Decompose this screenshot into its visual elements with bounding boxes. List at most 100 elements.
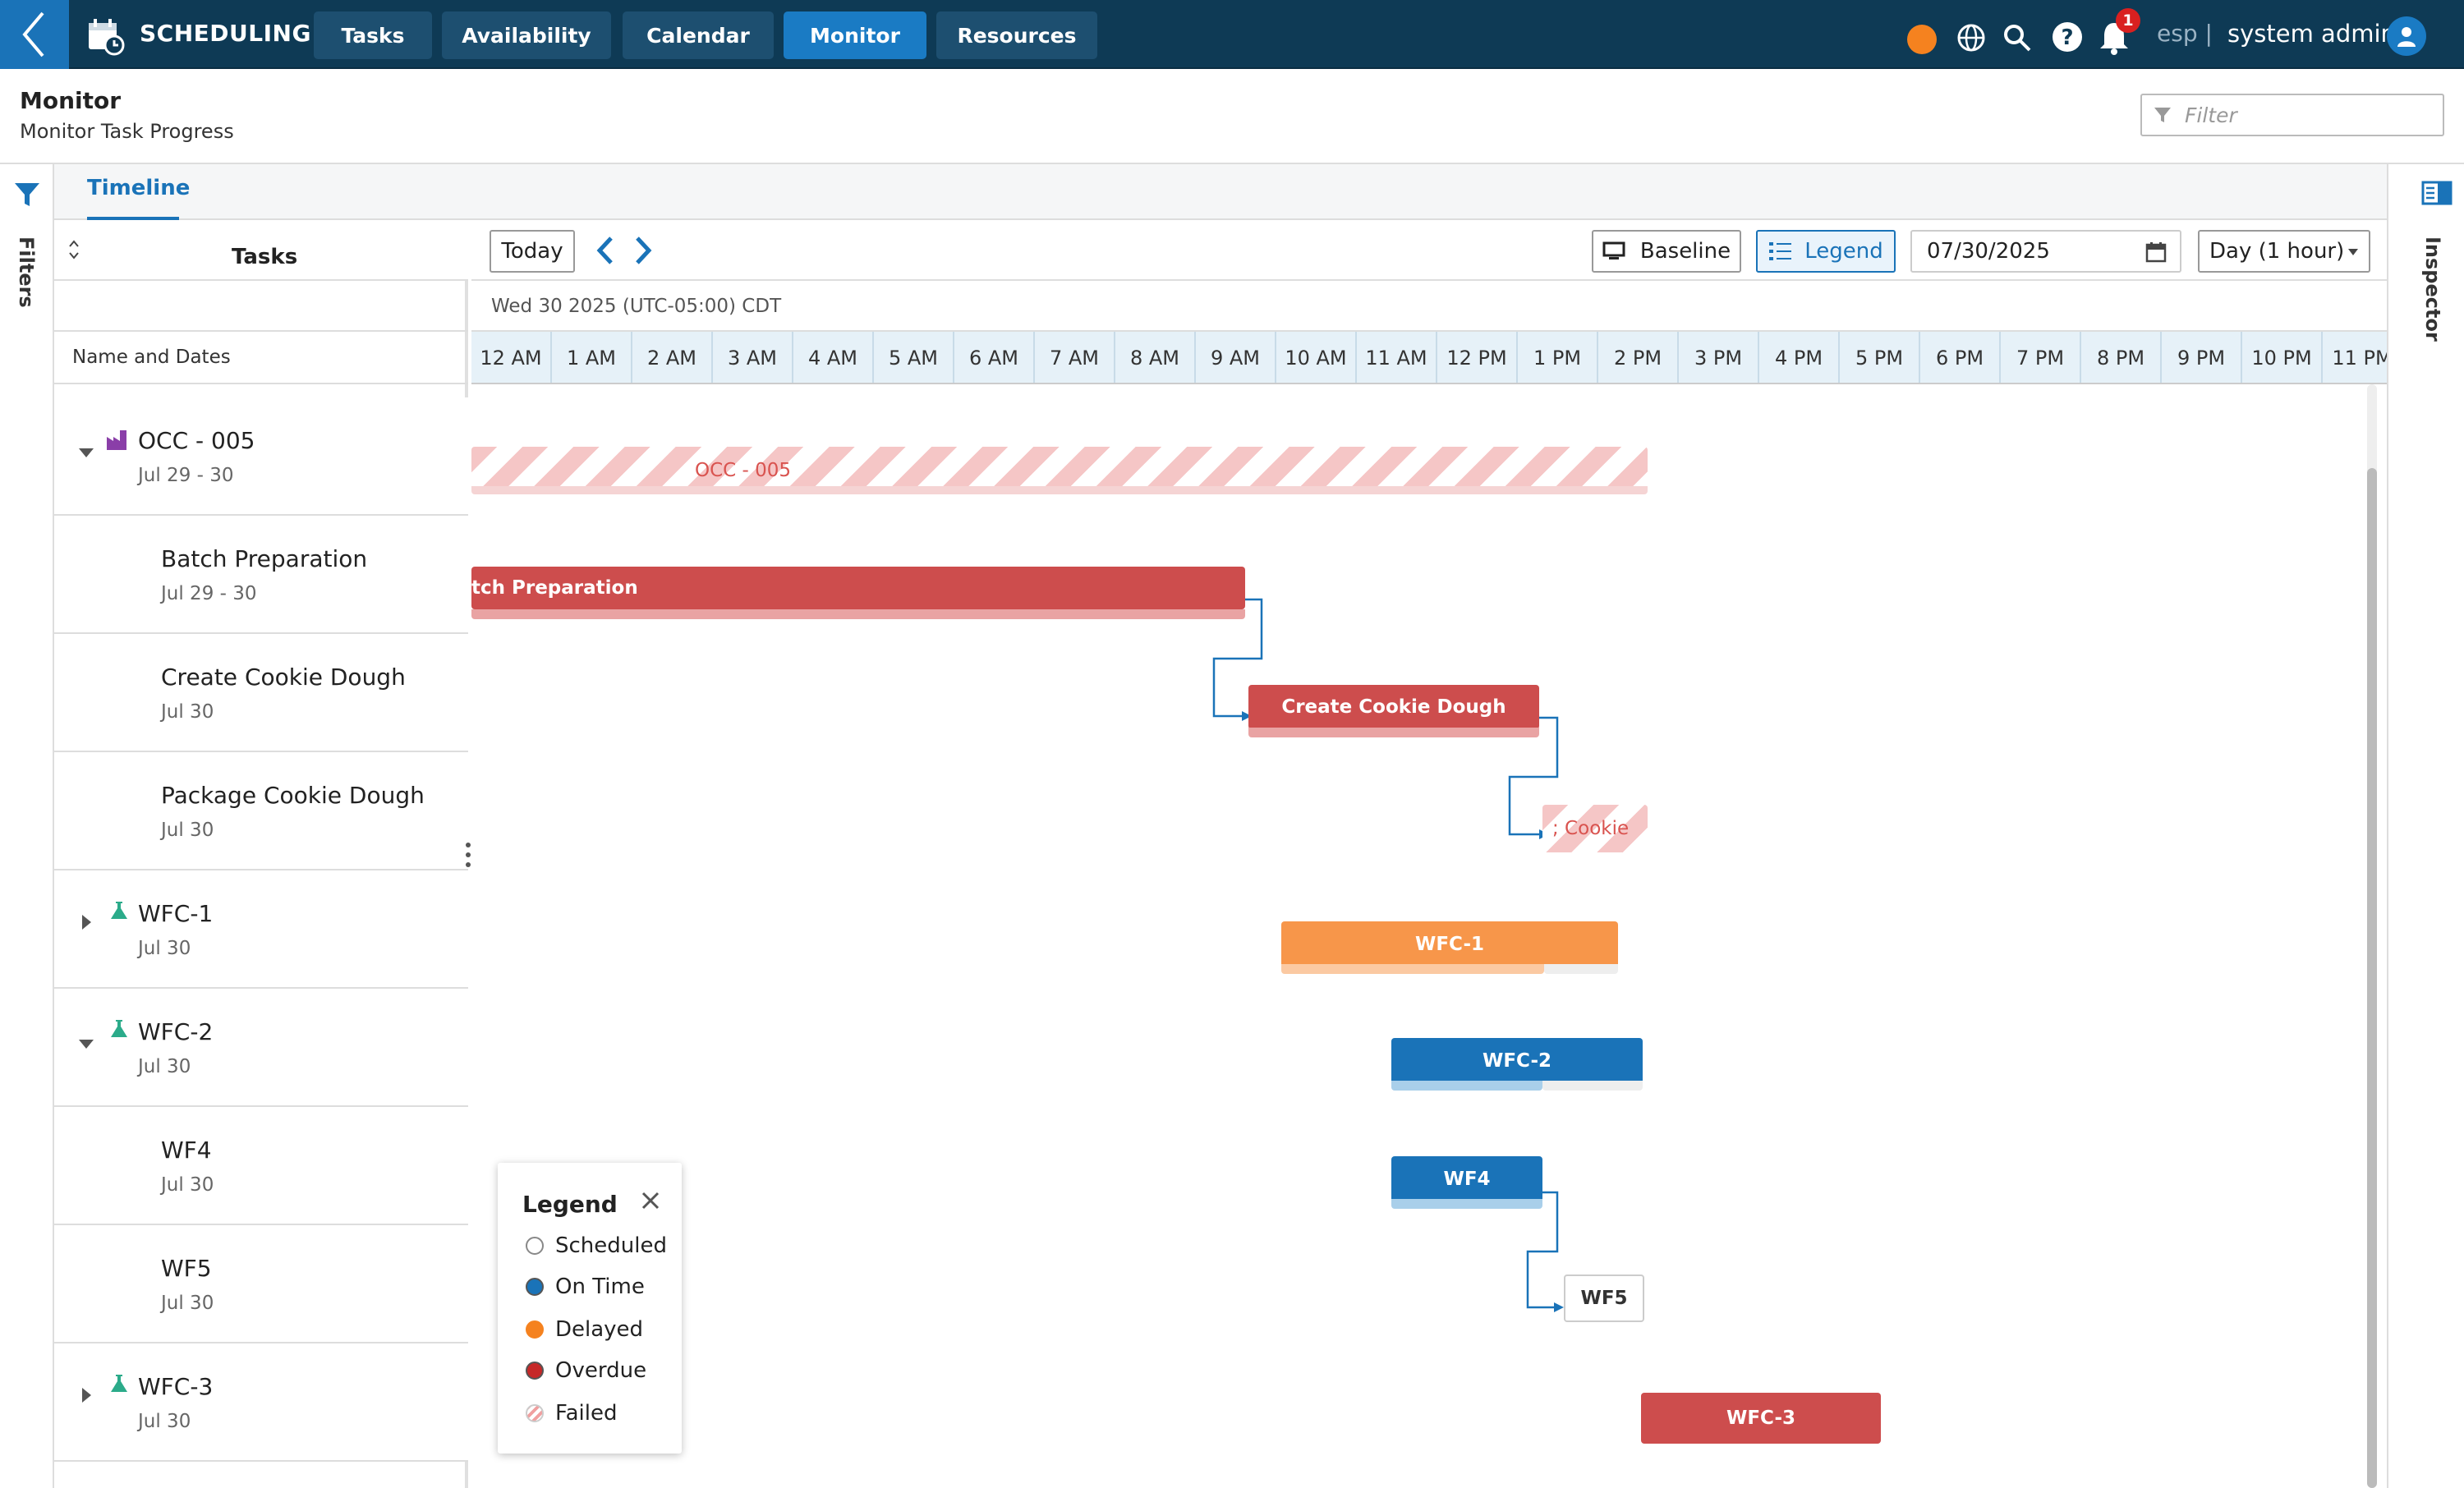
- tab-timeline[interactable]: Timeline: [87, 176, 191, 200]
- today-button[interactable]: Today: [490, 230, 575, 273]
- gantt-bar-wfc-1[interactable]: WFC-1: [1281, 921, 1618, 967]
- nav-tab-tasks[interactable]: Tasks: [314, 11, 432, 59]
- app-title: SCHEDULING: [140, 20, 311, 47]
- legend-swatch: [526, 1278, 544, 1296]
- tasks-header: Tasks: [232, 245, 298, 269]
- task-name: WF5: [161, 1255, 212, 1282]
- gantt-bar-package-cookie-dough[interactable]: ; Cookie: [1542, 805, 1648, 852]
- monitor-icon: [1602, 241, 1625, 259]
- expand-caret-icon[interactable]: [82, 915, 91, 930]
- filters-label[interactable]: Filters: [15, 237, 38, 308]
- hour-label: 8 AM: [1115, 332, 1196, 383]
- help-icon[interactable]: ?: [2050, 20, 2085, 54]
- flask-icon: [111, 1375, 127, 1392]
- back-button[interactable]: [0, 0, 69, 69]
- legend-button[interactable]: Legend: [1756, 230, 1896, 273]
- search-icon[interactable]: [2001, 21, 2034, 54]
- nav-tab-calendar[interactable]: Calendar: [623, 11, 774, 59]
- baseline-button[interactable]: Baseline: [1592, 230, 1741, 273]
- scale-value: Day (1 hour): [2209, 239, 2345, 264]
- language-selector[interactable]: esp |: [2157, 20, 2213, 47]
- gantt-bar-wf4[interactable]: WF4: [1391, 1156, 1542, 1202]
- legend-label: Scheduled: [555, 1233, 667, 1258]
- filter-input[interactable]: Filter: [2140, 94, 2444, 136]
- task-dates: Jul 29 - 30: [161, 583, 257, 604]
- task-row[interactable]: Package Cookie Dough Jul 30: [54, 752, 468, 870]
- chevron-left-icon[interactable]: [595, 235, 616, 266]
- collapse-caret-icon[interactable]: [79, 1040, 94, 1049]
- legend-title: Legend: [522, 1191, 618, 1218]
- progress-bar: [471, 609, 1245, 619]
- dependency-lines: [1212, 598, 1564, 1312]
- task-dates: Jul 29 - 30: [138, 465, 234, 486]
- panel-resize-handle[interactable]: [465, 841, 471, 869]
- legend-label: On Time: [555, 1274, 645, 1299]
- task-name: Batch Preparation: [161, 545, 368, 572]
- task-row[interactable]: WFC-3 Jul 30: [54, 1343, 468, 1462]
- task-dates: Jul 30: [161, 1174, 214, 1196]
- hour-label: 8 PM: [2081, 332, 2162, 383]
- hour-label: 11 AM: [1357, 332, 1437, 383]
- hour-label: 11 PM: [2323, 332, 2387, 383]
- gantt-bar-batch-preparation[interactable]: tch Preparation: [471, 567, 1245, 609]
- hour-label: 10 AM: [1276, 332, 1357, 383]
- task-row[interactable]: WFC-1 Jul 30: [54, 870, 468, 989]
- task-row[interactable]: WFC-2 Jul 30: [54, 989, 468, 1107]
- flask-icon: [111, 1020, 127, 1037]
- legend-label: Overdue: [555, 1358, 647, 1383]
- user-name[interactable]: system admin: [2227, 20, 2396, 48]
- top-nav-bar: SCHEDULING Tasks Availability Calendar M…: [0, 0, 2464, 69]
- hour-label: 10 PM: [2242, 332, 2323, 383]
- expand-caret-icon[interactable]: [82, 1388, 91, 1403]
- status-indicator[interactable]: [1907, 25, 1937, 54]
- filter-toggle-icon[interactable]: [13, 181, 41, 209]
- collapse-caret-icon[interactable]: [79, 448, 94, 457]
- factory-icon: [107, 430, 126, 450]
- task-row[interactable]: OCC - 005 Jul 29 - 30: [54, 397, 468, 516]
- hour-label: 7 PM: [2001, 332, 2081, 383]
- calendar-icon[interactable]: [2145, 241, 2167, 263]
- scale-select[interactable]: Day (1 hour): [2198, 230, 2370, 273]
- legend-item-scheduled: Scheduled: [526, 1232, 667, 1260]
- close-icon[interactable]: [639, 1189, 662, 1212]
- user-icon: [2397, 27, 2416, 47]
- progress-remaining: [1544, 964, 1618, 974]
- hour-label: 12 AM: [471, 332, 552, 383]
- task-dates: Jul 30: [161, 701, 214, 723]
- task-row[interactable]: WF5 Jul 30: [54, 1225, 468, 1343]
- hour-label: 6 AM: [954, 332, 1035, 383]
- task-row[interactable]: WF4 Jul 30: [54, 1107, 468, 1225]
- sort-icon[interactable]: [67, 238, 80, 261]
- task-name: Create Cookie Dough: [161, 664, 406, 691]
- gantt-bar-wfc-2[interactable]: WFC-2: [1391, 1038, 1643, 1084]
- gantt-bar-wfc-3[interactable]: WFC-3: [1641, 1393, 1881, 1444]
- nav-tab-monitor[interactable]: Monitor: [784, 11, 926, 59]
- task-dates: Jul 30: [138, 1056, 191, 1077]
- task-row[interactable]: Batch Preparation Jul 29 - 30: [54, 516, 468, 634]
- legend-swatch: [526, 1362, 544, 1380]
- hour-label: 9 PM: [2162, 332, 2242, 383]
- task-panel: Tasks Name and Dates OCC - 005 Jul 29 - …: [54, 220, 468, 1488]
- inspector-panel-icon[interactable]: [2421, 181, 2453, 205]
- filter-placeholder: Filter: [2185, 103, 2237, 127]
- chevron-down-icon: [2348, 249, 2358, 255]
- gantt-bar-wf5[interactable]: WF5: [1564, 1274, 1644, 1322]
- filters-rail: Filters: [0, 164, 54, 1488]
- header-divider: [0, 163, 2464, 164]
- notification-badge: 1: [2116, 8, 2140, 33]
- nav-tab-availability[interactable]: Availability: [442, 11, 611, 59]
- legend-item-failed: Failed: [526, 1399, 617, 1427]
- inspector-label[interactable]: Inspector: [2421, 237, 2444, 342]
- date-picker-input[interactable]: 07/30/2025: [1910, 230, 2181, 273]
- gantt-bar-create-cookie-dough[interactable]: Create Cookie Dough: [1248, 685, 1539, 729]
- globe-icon[interactable]: [1955, 21, 1988, 54]
- task-row[interactable]: Create Cookie Dough Jul 30: [54, 634, 468, 752]
- legend-popup: Legend Scheduled On Time Delayed Overdue…: [498, 1163, 682, 1454]
- legend-item-on-time: On Time: [526, 1273, 645, 1301]
- gantt-scrollbar-thumb[interactable]: [2367, 468, 2377, 1488]
- hour-label: 1 PM: [1518, 332, 1598, 383]
- chevron-right-icon[interactable]: [632, 235, 654, 266]
- hour-label: 6 PM: [1920, 332, 2001, 383]
- nav-tab-resources[interactable]: Resources: [936, 11, 1097, 59]
- avatar[interactable]: [2387, 16, 2426, 56]
